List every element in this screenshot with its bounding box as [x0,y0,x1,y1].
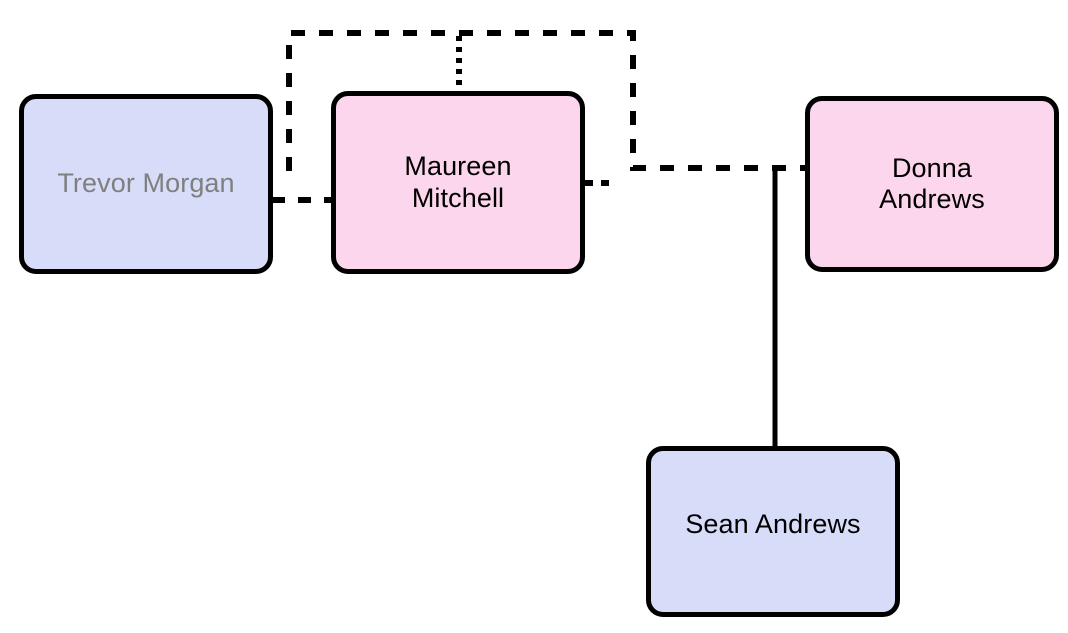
node-donna-andrews[interactable]: Donna Andrews [805,96,1059,272]
node-trevor-morgan[interactable]: Trevor Morgan [19,94,273,274]
node-label-maureen-mitchell: Maureen Mitchell [404,151,512,213]
node-sean-andrews[interactable]: Sean Andrews [646,446,900,617]
node-label-sean-andrews: Sean Andrews [685,509,861,539]
node-maureen-mitchell[interactable]: Maureen Mitchell [331,91,585,274]
node-label-donna-andrews: Donna Andrews [879,152,985,214]
node-label-trevor-morgan: Trevor Morgan [57,168,235,199]
